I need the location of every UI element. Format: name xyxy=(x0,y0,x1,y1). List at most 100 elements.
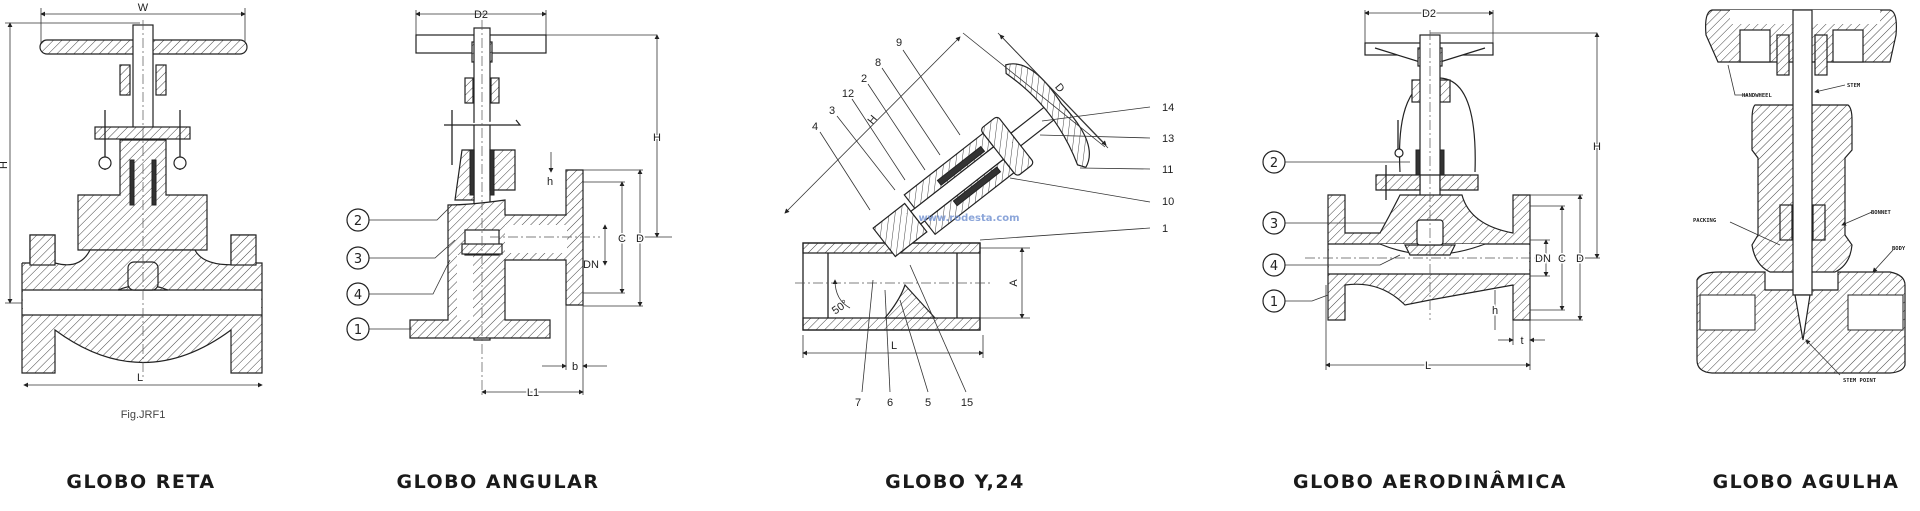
drawing-line-art xyxy=(98,156,112,170)
drawing-line-art xyxy=(1776,34,1790,76)
drawing-line-art xyxy=(1285,294,1329,302)
drawing-line-art xyxy=(884,289,891,393)
drawing-line-art xyxy=(151,159,157,206)
drawing-line-art xyxy=(979,227,1151,241)
dim-label-h: H xyxy=(1593,141,1601,153)
callout-8: 8 xyxy=(875,57,881,69)
drawing-line-art xyxy=(861,279,874,393)
callout-15: 15 xyxy=(961,397,973,409)
callout-9: 9 xyxy=(896,37,902,49)
drawing-line-art xyxy=(369,259,451,295)
stem xyxy=(909,105,1056,225)
title-globo-reta: GLOBO RETA xyxy=(66,471,215,493)
dim-label-l: L xyxy=(891,340,897,352)
part-leaders xyxy=(1727,64,1894,376)
drawing-line-art xyxy=(1394,148,1404,158)
drawing-line-art xyxy=(230,234,257,266)
callout-2: 2 xyxy=(861,73,867,85)
panel-globo-agulha: HANDWHEEL STEM PACKING BONNET BODY STEM … xyxy=(1693,9,1906,493)
dim-label-h: H xyxy=(866,113,880,127)
dim-label-d: D xyxy=(636,233,644,245)
part-label-packing: PACKING xyxy=(1693,218,1717,224)
drawing-line-art xyxy=(1009,177,1151,203)
drawing-line-art xyxy=(1699,294,1756,331)
dim-label-d: D xyxy=(1576,253,1584,265)
callout-leaders xyxy=(369,204,456,330)
drawing-line-art xyxy=(1814,84,1846,94)
callout-3: 3 xyxy=(354,252,362,267)
drawing-line-art xyxy=(836,115,896,191)
panel-globo-y24: www.rodesta.com 9 8 2 12 3 4 14 13 11 10… xyxy=(784,32,1174,493)
title-globo-angular: GLOBO ANGULAR xyxy=(397,471,600,493)
callout-1: 1 xyxy=(1270,295,1278,310)
drawing-line-art xyxy=(346,208,370,232)
drawing-line-art xyxy=(883,283,937,319)
drawing-line-art xyxy=(867,83,926,171)
callout-12: 12 xyxy=(842,88,854,100)
part-label-stem: STEM xyxy=(1847,83,1861,89)
angle-label: 50° xyxy=(830,298,851,317)
dim-label-w: W xyxy=(138,2,149,14)
drawing-line-art xyxy=(1262,253,1286,277)
dim-label-l: L xyxy=(1425,360,1431,372)
angular-drawing xyxy=(346,10,672,395)
callout-6: 6 xyxy=(887,397,893,409)
drawing-line-art xyxy=(902,49,961,136)
panel-globo-aerodinamica: 2 3 4 1 D2 H DN C D h t L GLOBO AERODINÂ… xyxy=(1262,7,1603,493)
y-valve-drawing xyxy=(784,32,1151,393)
drawing-line-art xyxy=(469,149,475,196)
callout-2: 2 xyxy=(1270,156,1278,171)
drawing-line-art xyxy=(1779,204,1793,241)
drawing-line-art xyxy=(881,67,941,156)
part-label-bonnet: BONNET xyxy=(1871,210,1892,216)
dim-label-d2: D2 xyxy=(1422,8,1436,20)
callout-4: 4 xyxy=(1270,259,1278,274)
watermark: www.rodesta.com xyxy=(918,213,1019,224)
reta-drawing xyxy=(5,8,263,388)
drawing-line-art xyxy=(1285,254,1401,266)
drawing-line-art xyxy=(851,98,906,181)
drawing-line-art xyxy=(1262,150,1286,174)
callout-10: 10 xyxy=(1162,196,1174,208)
drawing-line-art xyxy=(119,64,131,96)
title-globo-y24: GLOBO Y,24 xyxy=(885,471,1025,493)
drawing-line-art xyxy=(1262,289,1286,313)
callout-1: 1 xyxy=(354,323,362,338)
drawing-line-art xyxy=(1039,134,1151,139)
dim-label-c: C xyxy=(1558,253,1566,265)
title-globo-agulha: GLOBO AGULHA xyxy=(1713,471,1900,493)
drawing-line-art xyxy=(1729,221,1781,246)
drawing-line-art xyxy=(899,299,929,393)
callout-3: 3 xyxy=(829,105,835,117)
drawing-line-art xyxy=(505,225,567,253)
drawing-line-art xyxy=(29,234,56,266)
callout-14: 14 xyxy=(1162,102,1174,114)
drawing-line-art xyxy=(1439,79,1451,103)
drawing-line-art xyxy=(1872,249,1894,273)
drawing-line-art xyxy=(369,204,453,221)
callout-5: 5 xyxy=(925,397,931,409)
drawing-line-art xyxy=(909,264,967,393)
drawing-line-art xyxy=(1262,211,1286,235)
dim-label-c: C xyxy=(618,233,626,245)
drawing-line-art xyxy=(129,159,135,206)
bonnet xyxy=(1375,174,1479,191)
drawing-line-art xyxy=(819,131,871,211)
drawing-line-art xyxy=(1832,29,1864,63)
panel-globo-angular: 2 3 4 1 D2 H h C D DN b L1 GLOBO ANGULAR xyxy=(346,9,672,493)
dim-label-small-h: h xyxy=(547,176,553,188)
dim-label-l1: L1 xyxy=(527,387,539,399)
drawing-line-art xyxy=(369,239,456,259)
callout-4: 4 xyxy=(354,288,362,303)
drawing-line-art xyxy=(346,317,370,341)
drawing-line-art xyxy=(1739,29,1771,63)
title-globo-aerodinamica: GLOBO AERODINÂMICA xyxy=(1293,470,1567,493)
drawing-line-art xyxy=(1041,106,1151,122)
dimension-d xyxy=(999,34,1107,146)
aero-drawing xyxy=(1262,10,1600,370)
callout-2: 2 xyxy=(354,214,362,229)
dim-label-h: H xyxy=(653,132,661,144)
drawing-line-art xyxy=(346,282,370,306)
drawing-line-art xyxy=(444,119,522,126)
